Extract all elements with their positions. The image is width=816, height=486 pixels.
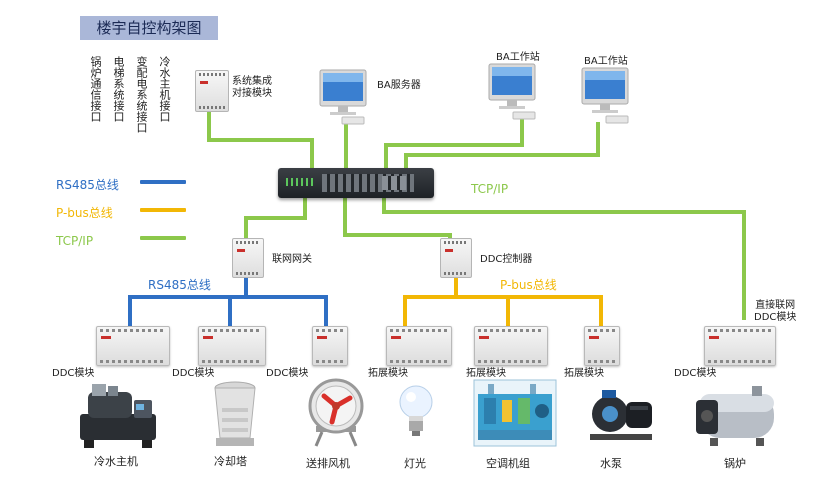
legend-item-tcpip: TCP/IP — [56, 230, 186, 258]
interface-label-power: 变配电系统接口 — [135, 56, 148, 133]
tcpip-line-workstation-1 — [384, 118, 524, 170]
equipment-label: 冷水主机 — [94, 455, 138, 468]
rs485-bus-label: RS485总线 — [148, 278, 211, 292]
equipment-label: 灯光 — [404, 457, 426, 470]
rs485-bus-line — [128, 275, 248, 326]
tcpip-line-gateway — [244, 198, 307, 240]
tcpip-line-ddc-controller — [343, 198, 452, 240]
legend-swatch — [140, 180, 186, 184]
cooling-tower-icon — [214, 381, 256, 446]
tcpip-line-integration — [207, 110, 314, 170]
equipment-label: 锅炉 — [724, 457, 746, 470]
ddc-module-device — [96, 326, 170, 366]
module-label: DDC模块 — [172, 368, 215, 379]
light-bulb-icon — [399, 385, 433, 436]
legend-label: TCP/IP — [56, 234, 94, 248]
ddc-controller-device — [440, 238, 472, 278]
module-label: 拓展模块 — [368, 368, 408, 379]
workstation-1-label: BA工作站 — [496, 52, 540, 63]
gateway-label: 联网网关 — [272, 254, 312, 265]
legend: RS485总线 P-bus总线 TCP/IP — [56, 174, 186, 258]
chiller-icon — [80, 384, 156, 448]
page-title: 楼宇自控构架图 — [80, 16, 218, 40]
tcpip-line-direct-ddc — [382, 198, 746, 320]
direct-ddc-label: 直接联网 DDC模块 — [754, 300, 797, 323]
ddc-module-device — [198, 326, 266, 366]
water-pump-icon — [590, 390, 652, 440]
network-gateway-device — [232, 238, 264, 278]
expansion-module-device — [474, 326, 548, 366]
interface-label-elevator: 电梯系统接口 — [112, 56, 125, 122]
air-handling-unit-icon — [473, 379, 557, 447]
legend-swatch — [140, 236, 186, 240]
module-label: DDC模块 — [266, 368, 309, 379]
legend-label: RS485总线 — [56, 178, 119, 192]
workstation-computer-icon — [488, 63, 536, 120]
pbus-line — [403, 275, 458, 326]
module-label: DDC模块 — [674, 368, 717, 379]
equipment-label: 送排风机 — [306, 457, 350, 470]
workstation-2-label: BA工作站 — [584, 56, 628, 67]
rs485-bus-branch-right — [246, 295, 328, 326]
equipment-label: 空调机组 — [486, 457, 530, 470]
ddc-module-device — [312, 326, 348, 366]
boiler-icon — [696, 386, 774, 446]
tcpip-line-workstation-2 — [404, 122, 600, 170]
ddc-controller-label: DDC控制器 — [480, 254, 533, 265]
server-label: BA服务器 — [377, 80, 421, 91]
tcpip-network-label: TCP/IP — [471, 182, 509, 196]
legend-swatch — [140, 208, 186, 212]
equipment-label: 水泵 — [600, 457, 622, 470]
legend-label: P-bus总线 — [56, 206, 113, 220]
module-label: 拓展模块 — [564, 368, 604, 379]
direct-ddc-module-device — [704, 326, 776, 366]
legend-item-rs485: RS485总线 — [56, 174, 186, 202]
legend-item-pbus: P-bus总线 — [56, 202, 186, 230]
module-label: 拓展模块 — [466, 368, 506, 379]
workstation-computer-icon — [581, 67, 629, 124]
integration-module-label: 系统集成 对接模块 — [232, 76, 272, 99]
equipment-label: 冷却塔 — [214, 455, 247, 468]
exhaust-fan-icon — [308, 378, 364, 447]
interface-label-chiller: 冷水主机接口 — [158, 56, 171, 122]
integration-module-device — [195, 70, 229, 112]
server-computer-icon — [319, 69, 367, 125]
pbus-bus-label: P-bus总线 — [500, 278, 557, 292]
module-label: DDC模块 — [52, 368, 95, 379]
network-switch-device — [278, 168, 434, 198]
interface-label-boiler: 锅炉通信接口 — [89, 56, 102, 122]
expansion-module-device — [584, 326, 620, 366]
expansion-module-device — [386, 326, 452, 366]
pbus-branch-right — [456, 295, 603, 326]
